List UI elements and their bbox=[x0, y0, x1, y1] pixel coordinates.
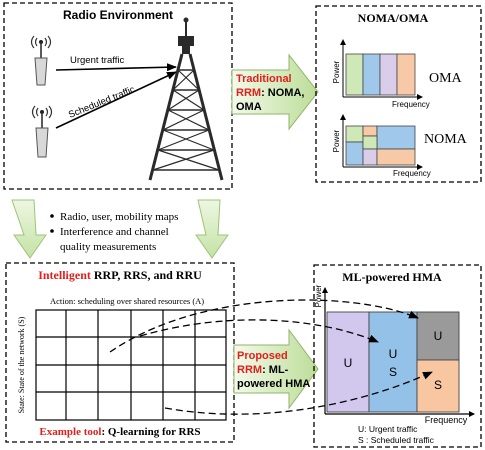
radio-environment-panel: Radio Environment Urgent traffic Schedul… bbox=[3, 2, 233, 190]
hma-u-label: U bbox=[344, 356, 353, 370]
state-label: State: State of the network (S) bbox=[17, 316, 26, 413]
proposed-ml-text: : ML- bbox=[262, 364, 289, 376]
noma-frequency-label: Frequency bbox=[393, 169, 431, 178]
antenna-device-icon bbox=[30, 35, 52, 86]
hma-border bbox=[313, 264, 482, 448]
action-label: Action: scheduling over shared resources… bbox=[50, 296, 204, 306]
hma-frequency-label: Frequency bbox=[425, 415, 468, 425]
noma-label: NOMA bbox=[424, 132, 468, 147]
traditional-label: Traditional bbox=[236, 73, 292, 85]
hma-urgent-block bbox=[326, 311, 370, 413]
rrm-red-text: RRM bbox=[236, 87, 261, 99]
intelligent-panel: Intelligent RRP, RRS, and RRU Action: sc… bbox=[5, 262, 235, 443]
hma-scheduled-block bbox=[416, 359, 460, 413]
example-tool-red: Example tool bbox=[39, 426, 101, 438]
oma-label: OMA bbox=[429, 71, 463, 86]
noma-power-label: Power bbox=[332, 129, 341, 152]
radio-environment-title: Radio Environment bbox=[63, 8, 173, 22]
noma-block-purple bbox=[362, 148, 378, 166]
proposed-rrm-arrow: Proposed RRM: ML- powered HMA bbox=[233, 328, 319, 410]
oma-block-green bbox=[345, 53, 364, 96]
bullet-item: quality measurements bbox=[60, 241, 156, 253]
hma-s-label: S bbox=[434, 378, 442, 392]
hma-legend-scheduled: S : Scheduled traffic bbox=[358, 435, 435, 445]
cell-tower-icon bbox=[148, 17, 224, 181]
oma-chart: Power Frequency OMA bbox=[332, 39, 463, 109]
noma-block-orange-top bbox=[362, 125, 378, 137]
urgent-traffic-label: Urgent traffic bbox=[70, 55, 124, 66]
proposed-rrm-line: RRM: ML- bbox=[237, 364, 289, 376]
hma-title: ML-powered HMA bbox=[342, 270, 442, 284]
example-tool-rest: : Q-learning for RRS bbox=[101, 426, 200, 438]
hma-u-top-label: U bbox=[434, 329, 443, 343]
bullet-list: Radio, user, mobility maps Interference … bbox=[50, 211, 178, 253]
bullet-item: Interference and channel bbox=[60, 226, 169, 238]
hma-us-top-label: U bbox=[389, 347, 398, 361]
noma-oma-title: NOMA/OMA bbox=[358, 11, 429, 25]
example-tool-text: Example tool: Q-learning for RRS bbox=[39, 426, 200, 438]
oma-block-purple bbox=[379, 53, 398, 96]
oma-text: OMA bbox=[236, 101, 262, 113]
mapping-arrow-top bbox=[109, 299, 419, 353]
bullet-dot bbox=[50, 214, 54, 218]
intelligent-rest-text: RRP, RRS, and RRU bbox=[91, 268, 202, 282]
hma-legend-urgent: U: Urgent traffic bbox=[358, 424, 418, 434]
oma-frequency-label: Frequency bbox=[392, 100, 430, 109]
intelligent-title: Intelligent RRP, RRS, and RRU bbox=[38, 268, 202, 282]
noma-chart: Power Frequency NOMA bbox=[332, 114, 468, 178]
hma-us-bottom-label: S bbox=[389, 365, 397, 379]
hma-shared-block bbox=[368, 311, 418, 413]
traditional-rrm-line: RRM: NOMA, bbox=[236, 87, 304, 99]
proposed-hma-text: powered HMA bbox=[237, 378, 310, 390]
noma-block-green-top bbox=[345, 125, 364, 143]
intelligent-red-text: Intelligent bbox=[38, 268, 91, 282]
hma-panel: ML-powered HMA Power Frequency U U S U S… bbox=[313, 264, 482, 448]
right-down-arrow bbox=[195, 199, 229, 259]
intelligent-border bbox=[5, 262, 235, 443]
noma-block-green-mid bbox=[362, 135, 378, 150]
oma-block-orange bbox=[396, 53, 416, 96]
left-down-arrow bbox=[11, 199, 47, 259]
oma-power-label: Power bbox=[332, 60, 341, 83]
bullet-dot bbox=[50, 229, 54, 233]
mapping-arrow-middle bbox=[139, 319, 379, 343]
hma-power-label: Power bbox=[314, 284, 323, 307]
noma-block-blue-top bbox=[376, 125, 416, 150]
proposed-label: Proposed bbox=[237, 350, 288, 362]
antenna-device-icon bbox=[31, 105, 53, 158]
q-table-grid bbox=[35, 309, 227, 421]
proposed-rrm-red: RRM bbox=[237, 364, 262, 376]
noma-oma-border bbox=[315, 5, 482, 183]
noma-block-blue-left bbox=[345, 141, 364, 166]
oma-block-blue bbox=[362, 53, 381, 96]
scheduled-traffic-label: Scheduled traffic bbox=[67, 84, 137, 121]
urgent-traffic-arrow bbox=[55, 63, 177, 72]
noma-oma-panel: NOMA/OMA Power Frequency OMA Power Fre bbox=[315, 5, 482, 183]
scheduled-traffic-arrow bbox=[55, 71, 177, 129]
mapping-arrow-bottom bbox=[164, 371, 433, 415]
rrm-noma-text: : NOMA, bbox=[261, 87, 304, 99]
traditional-rrm-arrow: Traditional RRM: NOMA, OMA bbox=[231, 53, 319, 131]
noma-block-orange-bottom bbox=[376, 148, 416, 166]
bullet-item: Radio, user, mobility maps bbox=[60, 211, 178, 223]
